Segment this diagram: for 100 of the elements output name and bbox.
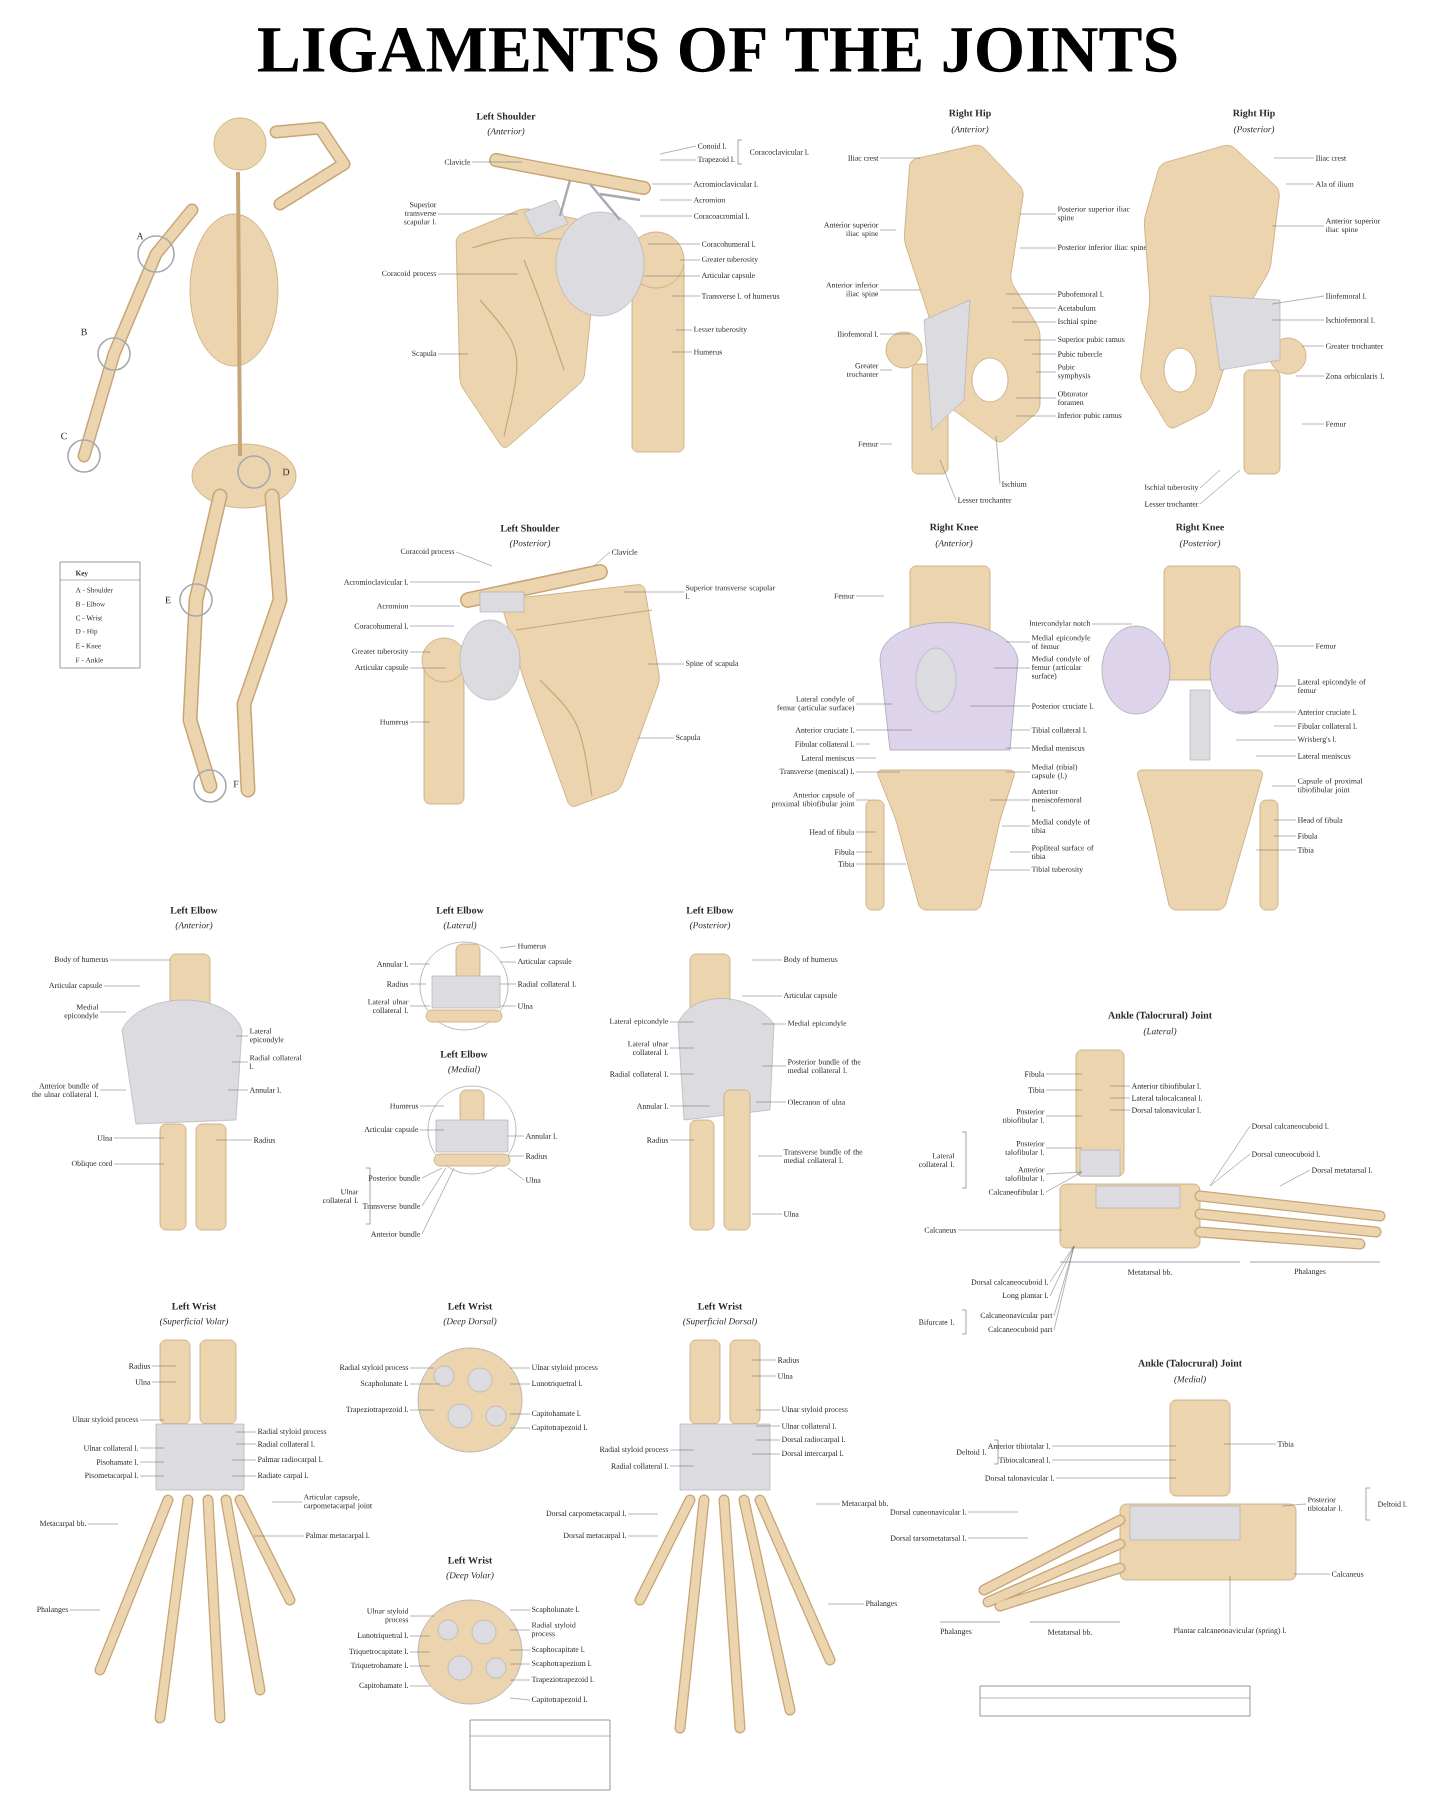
foot-drawing xyxy=(1059,1183,1386,1250)
leader-line xyxy=(1281,1503,1307,1507)
leader-line xyxy=(1001,825,1031,827)
leader-line xyxy=(741,995,783,997)
forearm-drawing xyxy=(155,1339,245,1491)
leader-line xyxy=(231,1061,249,1063)
leader-line xyxy=(1049,1245,1075,1297)
leader-line xyxy=(1005,641,1031,643)
leader-line xyxy=(235,1443,257,1445)
leader-line xyxy=(623,591,685,593)
leader-line xyxy=(509,1649,531,1651)
leader-line xyxy=(1045,1089,1083,1091)
leader-line xyxy=(1271,319,1325,321)
leader-line xyxy=(1049,1245,1075,1283)
leader-line xyxy=(1235,711,1297,713)
leader-line xyxy=(827,1603,865,1605)
leader-line xyxy=(499,961,517,963)
leader-line xyxy=(1045,1147,1083,1149)
leader-line xyxy=(1273,835,1297,837)
leader-line xyxy=(499,945,517,949)
leader-line xyxy=(509,1663,531,1665)
leader-line xyxy=(751,959,783,961)
leader-line xyxy=(671,295,701,297)
leader-line xyxy=(437,273,519,275)
leader-line xyxy=(675,329,693,331)
leader-line xyxy=(669,1139,695,1141)
forearm-drawing xyxy=(679,1339,771,1491)
leader-line xyxy=(421,1167,443,1179)
leader-line xyxy=(659,145,697,155)
leader-line xyxy=(139,1475,165,1477)
leader-line xyxy=(139,1419,165,1421)
leader-line xyxy=(437,353,469,355)
leader-line xyxy=(855,771,901,773)
leader-line xyxy=(1011,307,1057,309)
leader-line xyxy=(509,1413,531,1415)
leader-line xyxy=(1273,157,1315,159)
leader-line xyxy=(409,721,431,723)
leader-line xyxy=(627,1513,659,1515)
leader-line xyxy=(507,1155,525,1157)
leader-line xyxy=(1051,1445,1177,1447)
leader-line xyxy=(507,1167,525,1181)
leader-line xyxy=(1199,469,1241,505)
leader-line xyxy=(669,1465,695,1467)
leader-line xyxy=(761,1023,787,1025)
leader-line xyxy=(409,1005,431,1007)
leader-line xyxy=(231,1475,257,1477)
leader-line xyxy=(499,1005,517,1007)
leader-line xyxy=(989,869,1031,871)
leader-line xyxy=(151,1365,177,1367)
leader-line xyxy=(409,1635,431,1637)
leader-line xyxy=(1293,1573,1331,1575)
leader-line xyxy=(1045,1115,1083,1117)
leader-line xyxy=(471,161,523,163)
leader-line xyxy=(509,1367,531,1369)
leader-line xyxy=(659,159,697,161)
leader-line xyxy=(409,983,427,985)
leader-line xyxy=(1045,1073,1083,1075)
leader-line xyxy=(855,851,873,853)
leader-line xyxy=(989,799,1031,801)
leader-line xyxy=(1295,375,1325,377)
leader-line xyxy=(593,551,611,567)
leader-line xyxy=(1011,321,1057,323)
leader-line xyxy=(1285,183,1315,185)
leader-line xyxy=(151,1381,177,1383)
leader-line xyxy=(409,605,461,607)
leader-line xyxy=(99,1089,127,1091)
leader-line xyxy=(1255,849,1297,851)
leader-line xyxy=(227,1089,249,1091)
leader-line xyxy=(1109,1109,1131,1111)
leader-line xyxy=(815,1503,841,1505)
leader-line xyxy=(1005,747,1031,749)
leader-line xyxy=(669,1449,695,1451)
leader-line xyxy=(409,1685,431,1687)
leader-line xyxy=(1199,469,1221,489)
leader-line xyxy=(671,351,693,353)
leader-line xyxy=(855,757,877,759)
leader-line xyxy=(409,963,431,965)
leader-line xyxy=(409,651,431,653)
leader-line xyxy=(967,1537,1029,1539)
leader-line xyxy=(643,275,701,277)
leader-line xyxy=(855,799,871,801)
leader-line xyxy=(509,1427,531,1429)
leader-line xyxy=(969,705,1031,707)
leader-line xyxy=(1235,739,1297,741)
leader-line xyxy=(1009,729,1031,731)
leader-line xyxy=(1091,623,1133,625)
elbow-drawing xyxy=(419,941,509,1031)
leader-line xyxy=(1053,1245,1075,1331)
leader-line xyxy=(231,1459,257,1461)
leader-line xyxy=(1229,1575,1231,1627)
leader-line xyxy=(1019,247,1057,249)
leader-line xyxy=(1051,1459,1177,1461)
leader-line xyxy=(651,183,693,185)
leader-line xyxy=(139,1447,165,1449)
leader-line xyxy=(421,1167,447,1207)
leader-line xyxy=(855,863,907,865)
leader-line xyxy=(1223,1443,1277,1445)
hand-drawing xyxy=(634,1494,836,1734)
leader-line xyxy=(1023,339,1057,341)
leader-line xyxy=(455,551,493,567)
